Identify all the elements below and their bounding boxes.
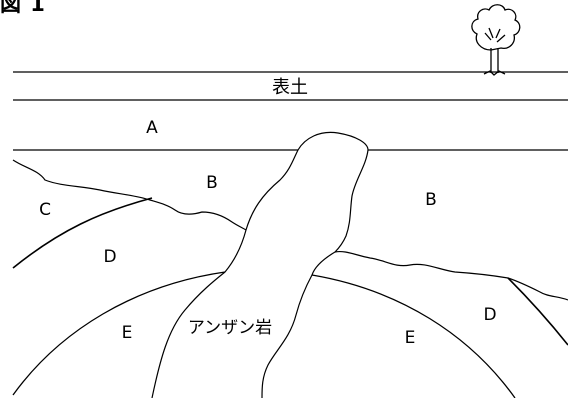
label-a: A [146, 118, 158, 138]
e-boundary-left [12, 271, 226, 396]
c-d-boundary [12, 197, 153, 269]
label-andesite: アンザン岩 [188, 318, 272, 338]
tree-icon [471, 4, 521, 76]
e-boundary-right [311, 274, 516, 398]
b-d-boundary-right [334, 250, 568, 301]
label-d-right: D [483, 305, 496, 325]
d-e-boundary-right [507, 277, 568, 346]
label-c: C [39, 200, 51, 220]
label-b-left: B [206, 173, 218, 193]
label-d-left: D [103, 247, 116, 267]
label-e-right: E [405, 328, 416, 348]
b-c-boundary-left [12, 159, 247, 231]
label-b-right: B [425, 190, 437, 210]
andesite-intrusion [151, 131, 369, 398]
label-e-left: E [122, 323, 133, 343]
figure-title: 図 1 [0, 0, 46, 16]
label-topsoil: 表土 [272, 77, 308, 98]
